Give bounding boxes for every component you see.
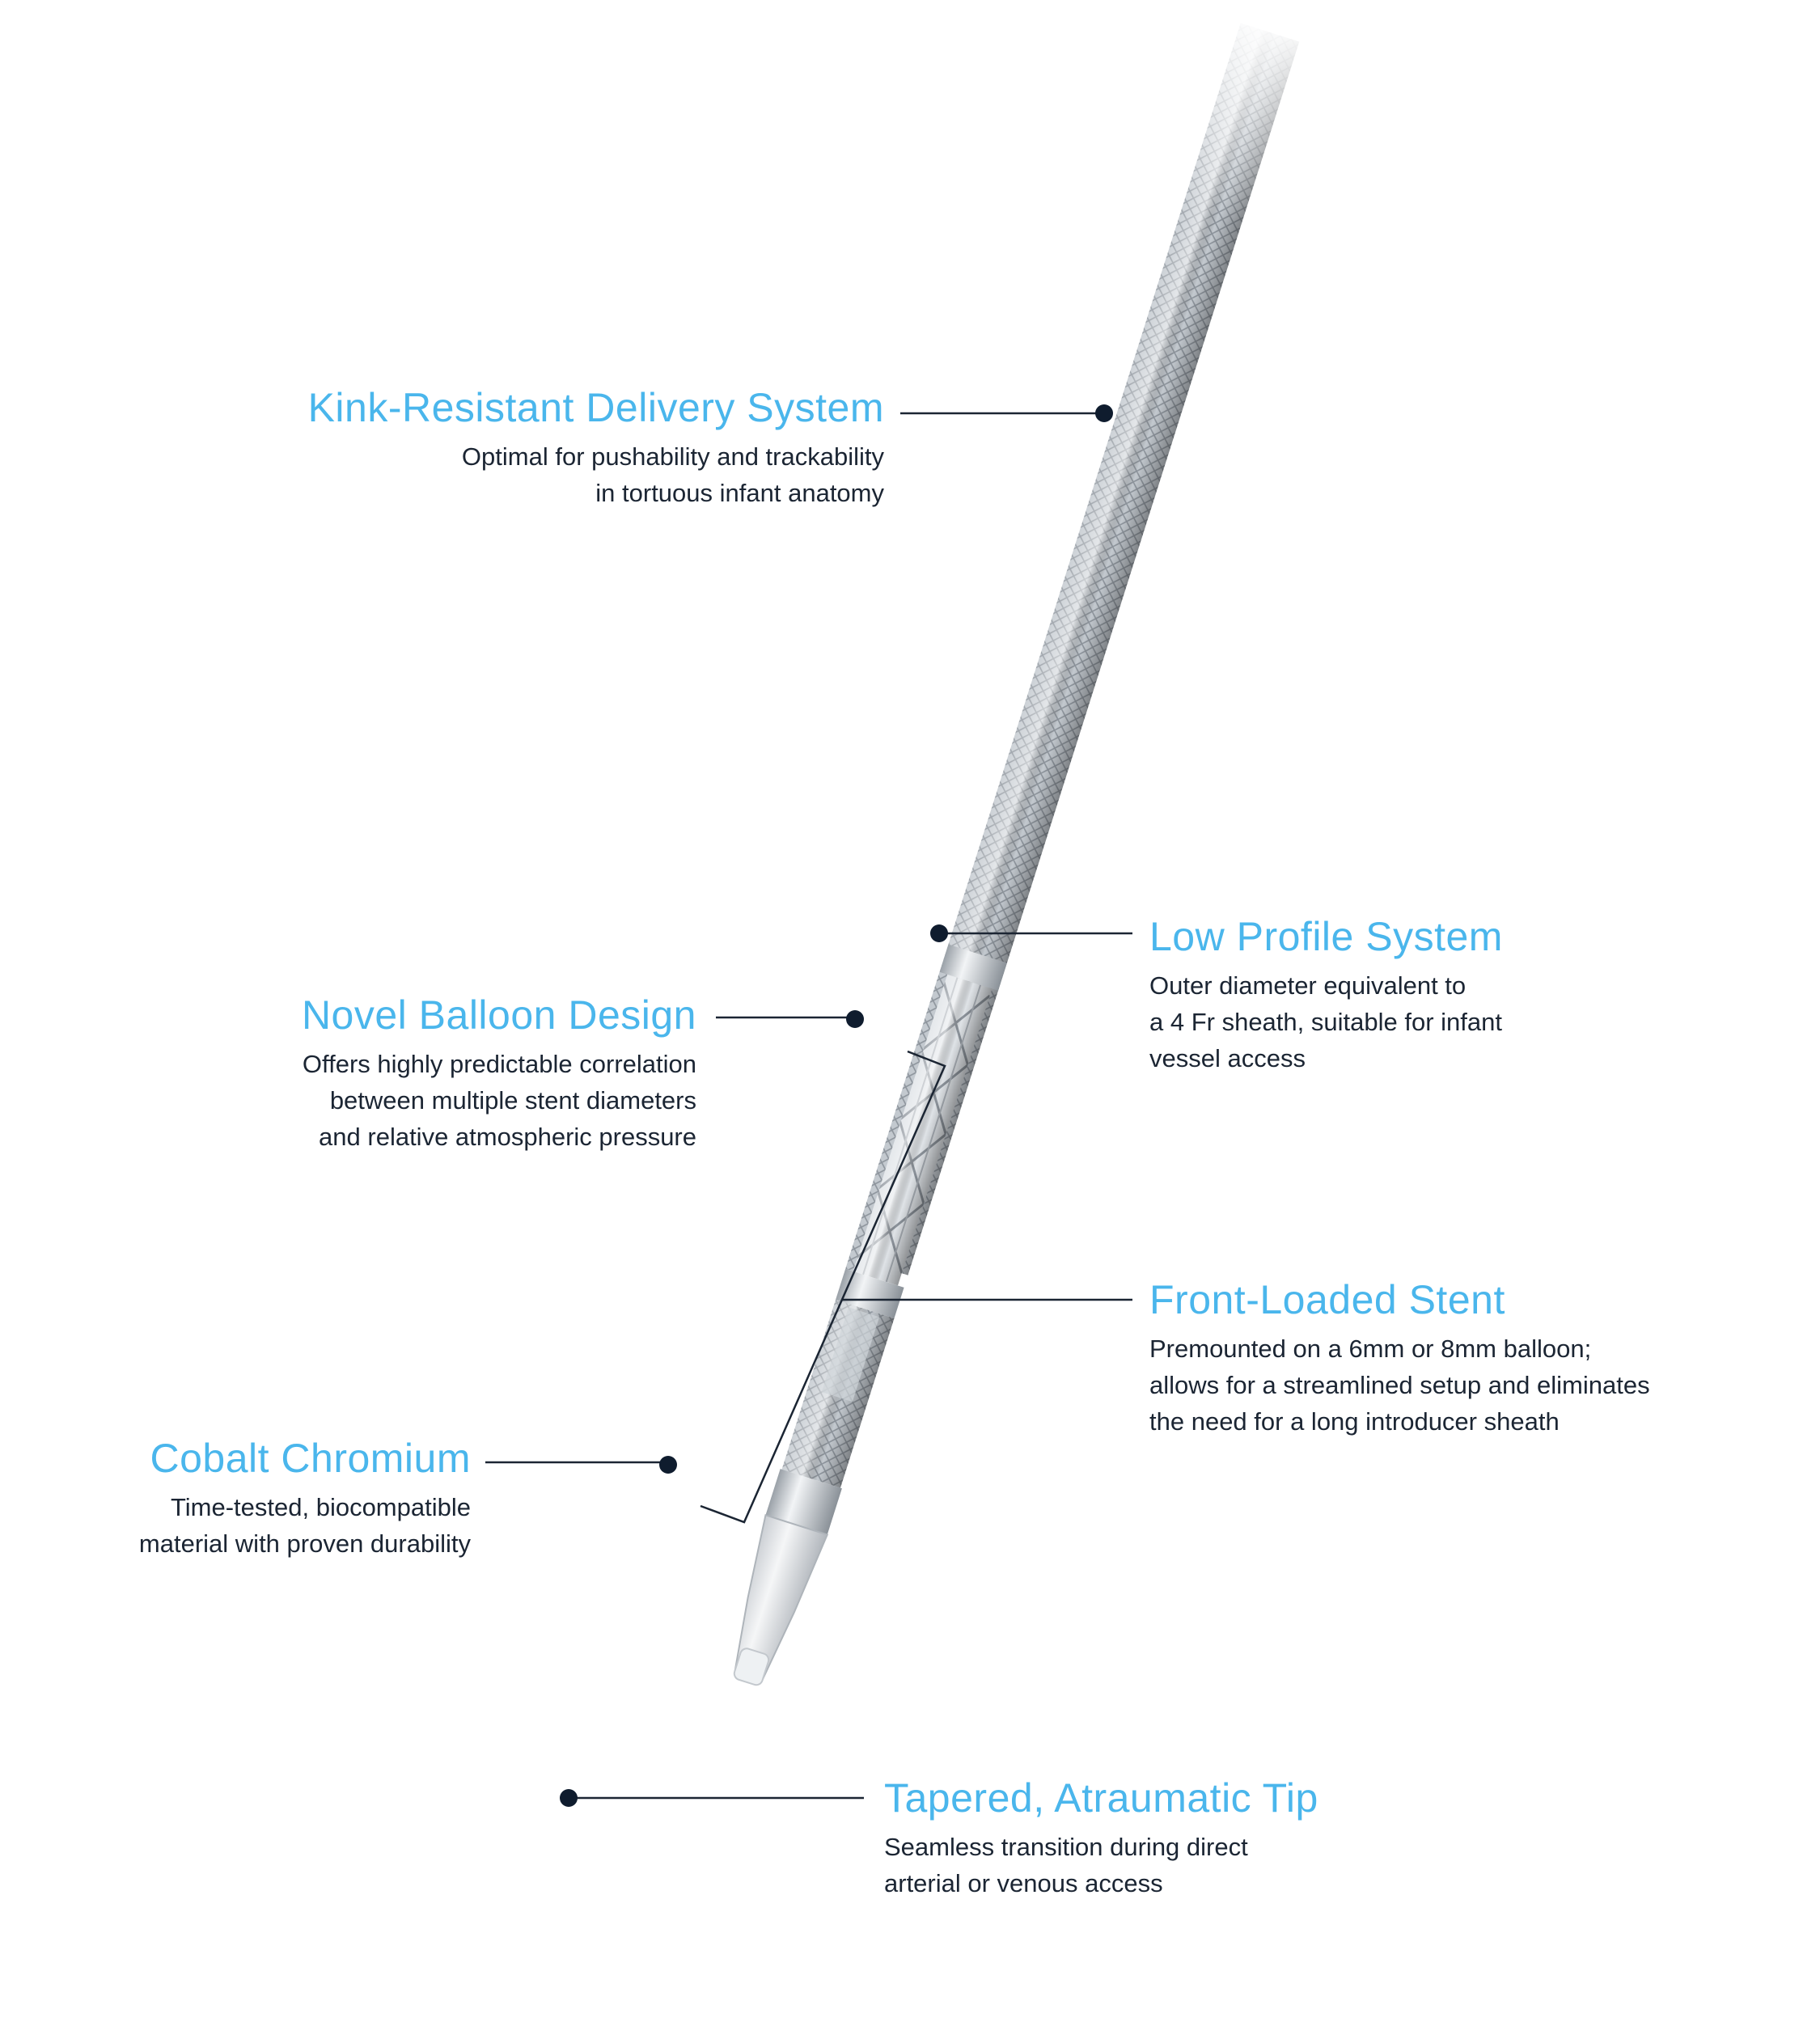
callout-stent: Front-Loaded Stent Premounted on a 6mm o…: [1149, 1275, 1650, 1440]
callout-tip-line: arterial or venous access: [884, 1869, 1163, 1897]
tip-collar: [765, 1469, 842, 1535]
callout-tip-title: Tapered, Atraumatic Tip: [884, 1775, 1318, 1821]
callout-low-profile: Low Profile System Outer diameter equiva…: [1149, 912, 1503, 1077]
callout-cobalt-line: Time-tested, biocompatible: [170, 1493, 471, 1521]
dot-kink: [1095, 404, 1113, 422]
dot-low-profile: [930, 924, 948, 942]
catheter-body: [733, 2, 1322, 1686]
callout-kink-line: Optimal for pushability and trackability: [461, 442, 884, 471]
callout-kink-title: Kink-Resistant Delivery System: [307, 385, 884, 430]
callout-balloon-line: between multiple stent diameters: [329, 1086, 696, 1115]
callout-low-profile-line: a 4 Fr sheath, suitable for infant: [1149, 1008, 1502, 1036]
callout-low-profile-title: Low Profile System: [1149, 914, 1503, 959]
callout-cobalt: Cobalt Chromium Time-tested, biocompatib…: [139, 1434, 471, 1562]
callout-cobalt-line: material with proven durability: [138, 1529, 471, 1558]
callout-stent-line: allows for a streamlined setup and elimi…: [1149, 1371, 1650, 1399]
callout-tip-desc: Seamless transition during direct arteri…: [884, 1829, 1318, 1901]
callout-stent-line: Premounted on a 6mm or 8mm balloon;: [1149, 1335, 1592, 1363]
callout-balloon-line: Offers highly predictable correlation: [302, 1050, 696, 1078]
callout-dots: [560, 404, 1113, 1807]
callout-low-profile-desc: Outer diameter equivalent to a 4 Fr shea…: [1149, 967, 1503, 1077]
callout-low-profile-line: Outer diameter equivalent to: [1149, 971, 1467, 1000]
callout-low-profile-line: vessel access: [1149, 1044, 1306, 1072]
callout-stent-line: the need for a long introducer sheath: [1149, 1407, 1560, 1436]
callout-stent-title: Front-Loaded Stent: [1149, 1277, 1505, 1322]
callout-cobalt-desc: Time-tested, biocompatible material with…: [139, 1489, 471, 1562]
marker-band-distal: [836, 1268, 904, 1318]
callout-tip-line: Seamless transition during direct: [884, 1833, 1248, 1861]
dot-tip: [560, 1789, 578, 1807]
callout-balloon-line: and relative atmospheric pressure: [319, 1123, 696, 1151]
callout-kink-line: in tortuous infant anatomy: [595, 479, 884, 507]
callout-balloon-desc: Offers highly predictable correlation be…: [302, 1046, 696, 1155]
dot-cobalt: [659, 1456, 677, 1474]
callout-kink: Kink-Resistant Delivery System Optimal f…: [308, 383, 884, 511]
callout-stent-desc: Premounted on a 6mm or 8mm balloon; allo…: [1149, 1330, 1650, 1440]
callout-kink-desc: Optimal for pushability and trackability…: [308, 438, 884, 511]
marker-band-proximal: [939, 944, 1007, 991]
callout-tip: Tapered, Atraumatic Tip Seamless transit…: [884, 1774, 1318, 1901]
callout-balloon-title: Novel Balloon Design: [301, 992, 696, 1038]
leader-stent-bracket: [700, 1050, 946, 1524]
leader-lines: [485, 412, 1132, 1800]
tapered-tip: [734, 1513, 829, 1680]
dot-balloon: [846, 1010, 864, 1028]
callout-balloon: Novel Balloon Design Offers highly predi…: [302, 991, 696, 1155]
callout-cobalt-title: Cobalt Chromium: [150, 1436, 471, 1481]
